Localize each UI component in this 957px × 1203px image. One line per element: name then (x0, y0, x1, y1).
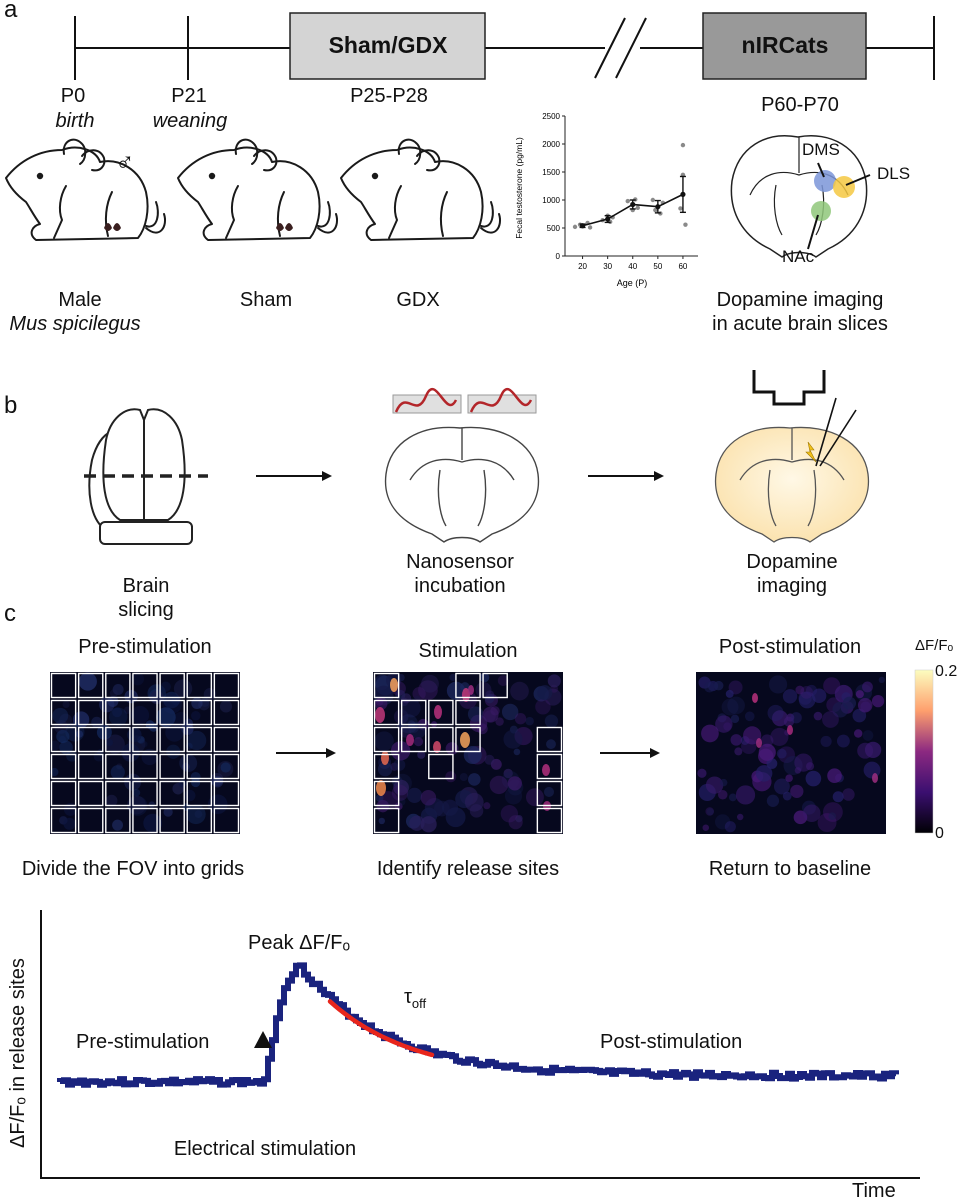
pre-caption: Divide the FOV into grids (22, 858, 244, 881)
brain-caption-2: in acute brain slices (712, 313, 888, 336)
dopamine-imaging-l2: imaging (757, 575, 827, 598)
nac-region (811, 201, 831, 221)
objective-icon (754, 370, 824, 404)
sham-mouse (178, 140, 337, 240)
brain-slicing-l1: Brain (123, 575, 170, 598)
chart-ytick: 1500 (542, 168, 560, 177)
chart-ytick: 0 (556, 252, 561, 261)
stim-label: Electrical stimulation (174, 1138, 356, 1161)
chart-xtick: 20 (578, 262, 587, 271)
trace-post-label: Post-stimulation (600, 1031, 742, 1054)
chart-point (681, 143, 685, 147)
chart-ytick: 1000 (542, 196, 560, 205)
dls-label: DLS (877, 164, 910, 184)
chart-ytick: 500 (547, 224, 561, 233)
chart-ytick: 2000 (542, 140, 560, 149)
chart-point (573, 225, 577, 229)
colorbar (915, 670, 933, 833)
brain-caption-1: Dopamine imaging (717, 289, 884, 312)
dopamine-imaging-l1: Dopamine (746, 551, 837, 574)
colorbar-min: 0 (935, 825, 944, 843)
chart-xtick: 40 (628, 262, 637, 271)
trace-ylabel: ΔF/Fₒ in release sites (7, 958, 30, 1148)
male-label: Male (58, 289, 101, 312)
sham-gdx-age: P25-P28 (350, 85, 428, 108)
nanosensor-l2: incubation (414, 575, 505, 598)
chart-ytick: 2500 (542, 112, 560, 121)
gdx-mouse (341, 140, 500, 240)
chart-point (636, 206, 640, 210)
chart-mean-point (605, 216, 610, 221)
brain-top-view-icon (84, 409, 208, 544)
p0-label: P0 (61, 85, 85, 108)
sham-label: Sham (240, 289, 292, 312)
trace-line (60, 965, 896, 1084)
dopamine-imaging-slice-icon (716, 427, 869, 542)
workflow-b (60, 370, 957, 560)
chart-xlabel: Age (P) (617, 278, 648, 288)
chart-point (626, 199, 630, 203)
brain-slice-icon (386, 427, 539, 542)
nanosensor-l1: Nanosensor (406, 551, 514, 574)
testosterone-chart: 0 500 1000 1500 2000 2500 20 30 40 50 60 Age (P) F… (510, 108, 705, 293)
stim-caption: Identify release sites (377, 858, 559, 881)
nac-label: NAc (782, 247, 814, 267)
tau-label: τoff (404, 986, 426, 1011)
nircats-age: P60-P70 (761, 94, 839, 117)
chart-point (683, 222, 687, 226)
male-mouse (6, 140, 165, 240)
peak-label: Peak ΔF/Fₒ (248, 932, 350, 955)
chart-point (678, 206, 682, 210)
brain-slicing-l2: slicing (118, 599, 174, 622)
nanosensor-icon (393, 389, 536, 413)
chart-mean-point (655, 204, 660, 209)
trace-pre-label: Pre-stimulation (76, 1031, 209, 1054)
male-symbol-icon: ♂ (115, 147, 135, 178)
gdx-label: GDX (396, 289, 439, 312)
post-stim-title: Post-stimulation (719, 636, 861, 659)
chart-mean-point (630, 202, 635, 207)
colorbar-max: 0.2 (935, 663, 957, 681)
chart-xtick: 60 (678, 262, 687, 271)
colorbar-label: ΔF/Fₒ (915, 637, 953, 654)
chart-mean-point (680, 192, 685, 197)
panel-label-c: c (4, 600, 16, 628)
chart-mean-point (580, 223, 585, 228)
dms-region (814, 170, 836, 192)
chart-xtick: 50 (653, 262, 662, 271)
chart-point (588, 225, 592, 229)
chart-ylabel: Fecal testosterone (pg/mL) (514, 137, 524, 239)
chart-point (651, 198, 655, 202)
heatmap-panels (0, 660, 957, 850)
mice-illustration (0, 130, 530, 260)
p21-label: P21 (171, 85, 207, 108)
nircats-box: nIRCats (742, 32, 829, 59)
panel-label-b: b (4, 392, 17, 420)
pre-stim-title: Pre-stimulation (78, 636, 211, 659)
species-label: Mus spicilegus (9, 313, 140, 336)
dls-region (833, 176, 855, 198)
chart-xtick: 30 (603, 262, 612, 271)
sham-gdx-box: Sham/GDX (329, 32, 448, 59)
dms-label: DMS (802, 140, 840, 160)
post-caption: Return to baseline (709, 858, 871, 881)
